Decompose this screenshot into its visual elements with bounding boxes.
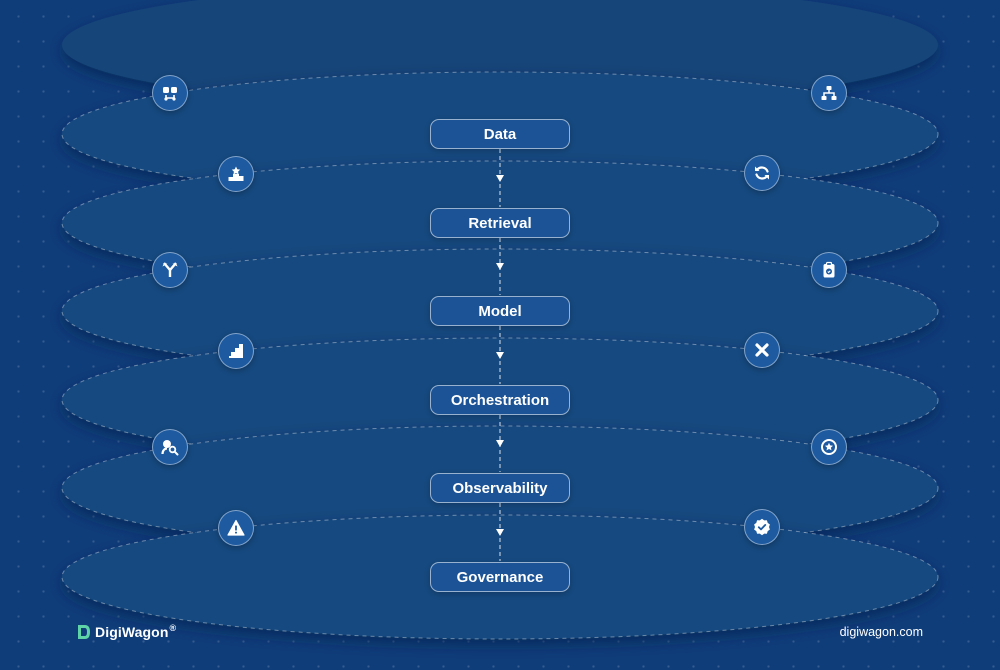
connector-arrow-icon (495, 440, 504, 447)
warning-triangle-icon (218, 509, 254, 546)
verified-badge-icon (744, 509, 780, 546)
podium-star-icon (218, 155, 254, 192)
connector-arrow-icon (495, 174, 504, 182)
layer-label-orchestration: Orchestration (430, 385, 570, 415)
user-search-icon (152, 429, 188, 466)
layer-label-model: Model (430, 296, 570, 326)
layer-label-data: Data (430, 119, 570, 149)
brand-name: DigiWagon (95, 624, 169, 640)
layer-label-retrieval: Retrieval (430, 208, 570, 238)
connector-arrow-icon (495, 263, 504, 270)
connector-arrow-icon (495, 351, 504, 359)
refresh-icon (744, 155, 780, 192)
connector-arrow-icon (495, 528, 504, 536)
users-exchange-icon (152, 75, 188, 112)
website-url: digiwagon.com (839, 625, 923, 639)
digiwagon-logo-icon (78, 625, 90, 639)
layer-label-governance: Governance (430, 562, 570, 592)
merge-arrows-icon (152, 252, 188, 289)
close-x-icon (744, 332, 780, 369)
brand: DigiWagon® (77, 623, 177, 640)
org-hierarchy-icon (811, 75, 847, 112)
star-circle-icon (811, 429, 847, 466)
layer-label-observability: Observability (430, 473, 570, 503)
clipboard-check-icon (811, 252, 847, 289)
top-layer-ring (62, 0, 938, 107)
stairs-icon (218, 332, 254, 369)
brand-trademark: ® (169, 623, 177, 633)
